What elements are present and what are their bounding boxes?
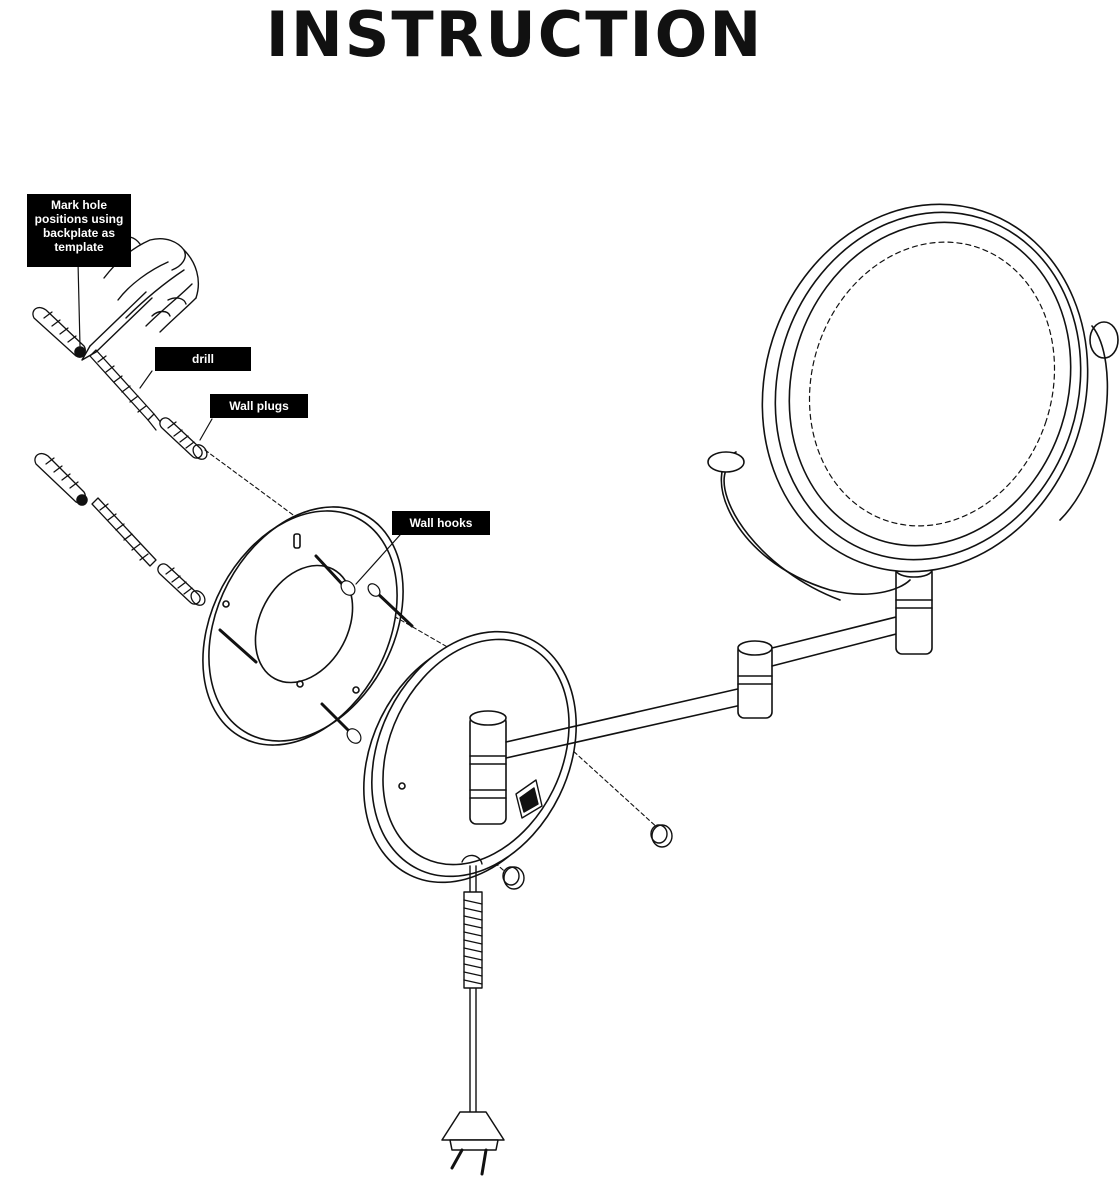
callout-wall-plugs: Wall plugs xyxy=(210,394,308,418)
drill-bit-upper xyxy=(89,349,163,431)
screws xyxy=(218,554,414,744)
backplate xyxy=(202,506,404,746)
callout-drill: drill xyxy=(155,347,251,371)
hole-mark-upper xyxy=(74,346,86,358)
wall-anchor-upper xyxy=(159,417,208,460)
backplate-center-hole xyxy=(254,564,354,684)
wall-anchor-lower xyxy=(157,563,206,606)
power-cable xyxy=(461,854,483,1113)
hole-mark-lower xyxy=(76,494,88,506)
mirror-led-ring xyxy=(808,241,1056,527)
swing-arms xyxy=(505,562,933,759)
wall-plug-lower xyxy=(34,452,86,504)
callout-wall-hooks: Wall hooks xyxy=(392,511,490,535)
mount-column xyxy=(469,710,507,825)
hand-with-pencil-icon xyxy=(81,236,200,361)
mirror xyxy=(707,203,1119,601)
screw-caps xyxy=(502,824,673,890)
power-plug-icon xyxy=(441,1111,505,1176)
drill-bit-lower xyxy=(91,497,157,567)
page-title: INSTRUCTION xyxy=(265,0,764,71)
power-switch-icon xyxy=(515,779,543,819)
callout-mark-hole-positions: Mark hole positions using backplate as t… xyxy=(27,194,131,267)
